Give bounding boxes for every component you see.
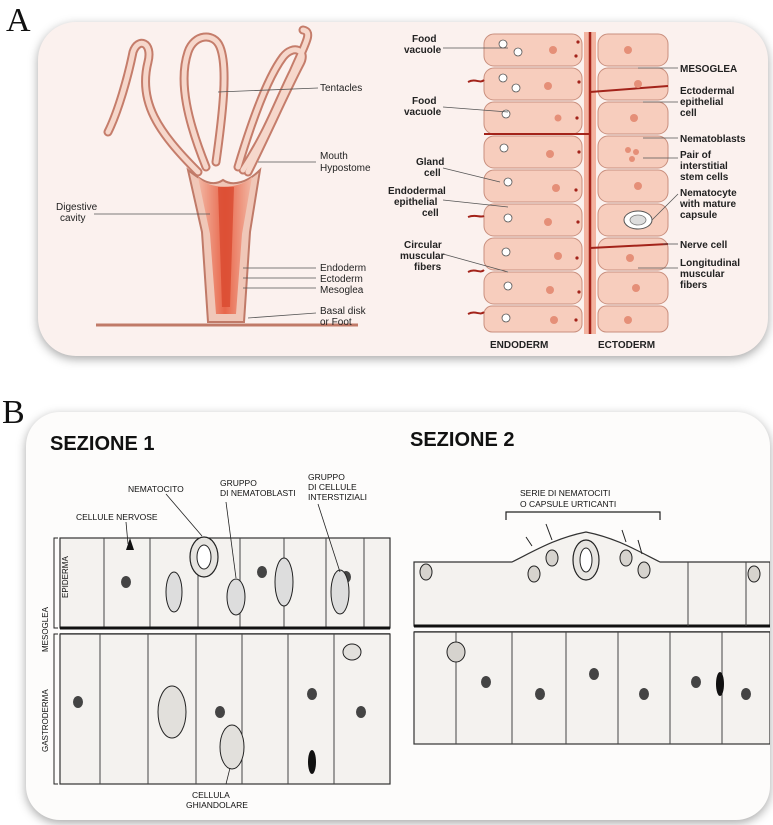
label-digestive-1: Digestive [56,202,98,213]
label-basal-1: Basal disk [320,306,367,317]
label-ectodermal-3: cell [680,108,697,119]
label-mesoglea: Mesoglea [320,285,364,296]
panel-a-illustration: Tentacles Mouth Hypostome Digestive cavi… [38,22,768,356]
label-epiderma: EPIDERMA [61,556,70,598]
label-food-vacuole-1b: vacuole [404,45,442,56]
section-1-drawing [54,494,390,784]
label-basal-2: or Foot [320,317,352,328]
hydra-body [188,170,260,322]
panel-b-card: SEZIONE 1 SEZIONE 2 [26,412,770,820]
label-circular-1: Circular [404,240,442,251]
label-gruppo-nb-1: GRUPPO [220,478,257,488]
section-2-drawing [414,512,770,744]
label-nematocyte-1: Nematocyte [680,188,737,199]
label-gruppo-ci-2: DI CELLULE [308,482,357,492]
label-pair-3: stem cells [680,172,729,183]
label-nematoblasts: Nematoblasts [680,134,746,145]
panel-a-card: Tentacles Mouth Hypostome Digestive cavi… [38,22,768,356]
label-hypostome: Hypostome [320,163,371,174]
label-ectodermal-1: Ectodermal [680,86,735,97]
panel-b-illustration: SEZIONE 1 SEZIONE 2 [26,412,770,820]
label-endoderm-bottom: ENDODERM [490,340,548,351]
label-cellula: CELLULA [192,790,230,800]
label-pair-1: Pair of [680,150,712,161]
label-endodermal-1: Endodermal [388,186,446,197]
label-digestive-2: cavity [60,213,86,224]
label-longitudinal-1: Longitudinal [680,258,740,269]
label-cellule-nervose: CELLULE NERVOSE [76,512,158,522]
label-nematocyte-3: capsule [680,210,718,221]
label-mesoglea-caps: MESOGLEA [680,64,737,75]
label-serie-2: O CAPSULE URTICANTI [520,499,616,509]
label-ectoderm-bottom: ECTODERM [598,340,655,351]
label-food-vacuole-2b: vacuole [404,107,442,118]
label-nerve-cell: Nerve cell [680,240,727,251]
label-endodermal-2: epithelial [394,197,438,208]
label-serie-1: SERIE DI NEMATOCITI [520,488,610,498]
section-2-title: SEZIONE 2 [410,429,514,451]
label-gruppo-nb-2: DI NEMATOBLASTI [220,488,296,498]
label-ectodermal-2: epithelial [680,97,724,108]
label-longitudinal-2: muscular [680,269,725,280]
label-food-vacuole-1a: Food [412,34,436,45]
panel-a-letter: A [6,2,31,40]
label-gruppo-ci-3: INTERSTIZIALI [308,492,367,502]
label-tentacles: Tentacles [320,83,362,94]
label-ectoderm: Ectoderm [320,274,363,285]
label-circular-3: fibers [414,262,442,273]
label-endoderm: Endoderm [320,263,366,274]
label-gland-1: Gland [416,157,444,168]
section-1-title: SEZIONE 1 [50,433,154,455]
label-endodermal-3: cell [422,208,439,219]
label-mesoglea-it: MESOGLEA [41,606,50,652]
panel-b-letter: B [2,394,25,432]
label-pair-2: interstitial [680,161,728,172]
label-mouth: Mouth [320,151,348,162]
label-ghiandolare: GHIANDOLARE [186,800,248,810]
label-gland-2: cell [424,168,441,179]
label-gastroderma: GASTRODERMA [41,689,50,752]
label-gruppo-ci-1: GRUPPO [308,472,345,482]
label-longitudinal-3: fibers [680,280,708,291]
label-nematocyte-2: with mature [679,199,737,210]
label-nematocito: NEMATOCITO [128,484,184,494]
label-circular-2: muscular [400,251,445,262]
tissue-section [468,32,668,334]
label-food-vacuole-2a: Food [412,96,436,107]
